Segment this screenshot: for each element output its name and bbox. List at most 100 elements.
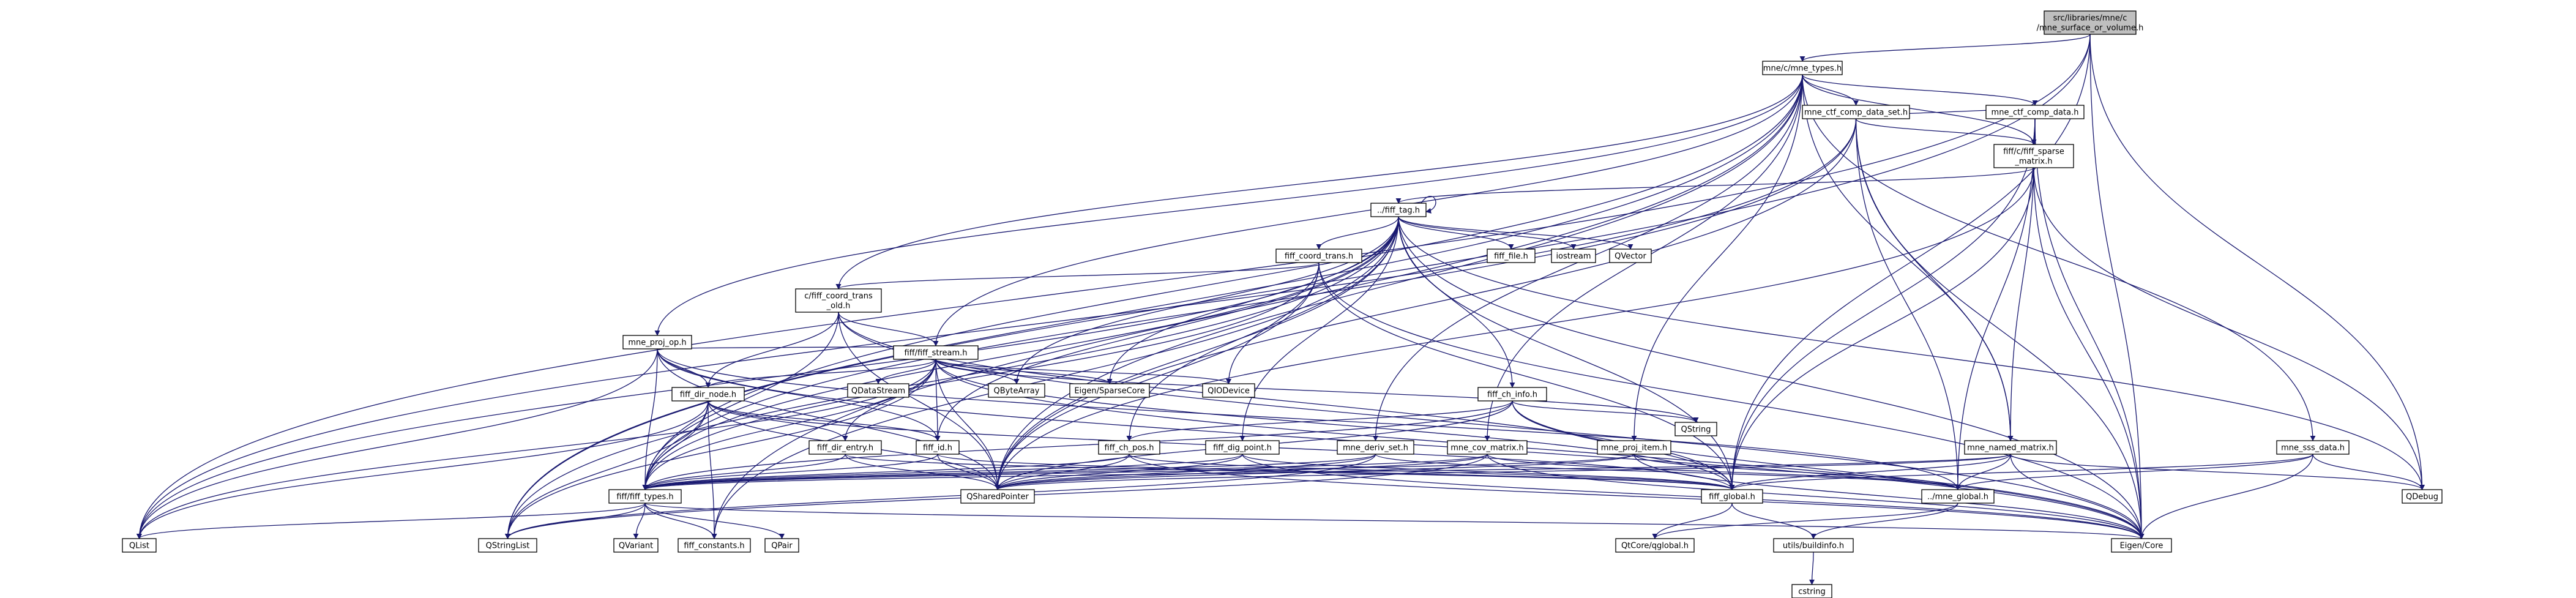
node-label: fiff_dir_entry.h xyxy=(817,444,873,453)
node-box xyxy=(122,538,157,553)
node-mne_ctf_comp_data[interactable]: mne_ctf_comp_data.h xyxy=(1985,105,2085,119)
node-box xyxy=(1993,144,2074,168)
node-box xyxy=(608,489,682,504)
node-label: mne_named_matrix.h xyxy=(1967,444,2054,453)
edge-mne_global-to-utils_buildinfo xyxy=(1810,503,1958,539)
edge-mne_named_matrix-to-QDebug xyxy=(2010,454,2425,490)
node-box xyxy=(1802,105,1910,119)
node-box xyxy=(1964,440,2057,455)
edge-mne_ctf_comp_data-to-fiff_global xyxy=(1729,118,2036,490)
node-label: fiff_coord_trans.h xyxy=(1285,252,1353,261)
edge-fiff_stream-to-fiff_dir_node xyxy=(705,359,936,388)
edge-fiff_types-to-QVariant xyxy=(633,503,646,539)
edge-fiff_types-to-fiff_constants xyxy=(644,503,717,539)
node-box xyxy=(1921,489,1995,504)
node-label: fiff_id.h xyxy=(923,444,952,453)
edge-mne_proj_item-to-fiff_types xyxy=(642,454,1635,490)
node-label: QSharedPointer xyxy=(966,493,1029,502)
node-label: utils/buildinfo.h xyxy=(1783,542,1844,551)
node-mne_types[interactable]: mne/c/mne_types.h xyxy=(1762,61,1843,75)
node-Eigen_SparseCore: Eigen/SparseCore xyxy=(1069,383,1150,398)
node-fiff_dig_point[interactable]: fiff_dig_point.h xyxy=(1205,440,1280,455)
node-mne_deriv_set[interactable]: mne_deriv_set.h xyxy=(1337,440,1414,455)
node-label: fiff_dig_point.h xyxy=(1213,444,1272,453)
node-label: fiff/fiff_types.h xyxy=(616,493,673,502)
node-label: fiff_global.h xyxy=(1709,493,1755,502)
edge-mne_deriv_set-to-fiff_types xyxy=(642,454,1376,490)
edge-mne_types-to-fiff_stream xyxy=(933,74,1803,346)
edge-mne_proj_op-to-fiff_types xyxy=(642,348,658,490)
node-box xyxy=(795,288,882,313)
node-box xyxy=(1597,440,1671,455)
node-label: mne/c/mne_types.h xyxy=(1763,64,1842,73)
node-fiff_coord_trans[interactable]: fiff_coord_trans.h xyxy=(1275,249,1362,263)
node-mne_cov_matrix[interactable]: mne_cov_matrix.h xyxy=(1447,440,1528,455)
edge-fiff_dir_node-to-fiff_types xyxy=(642,400,709,490)
node-fiff_dir_entry[interactable]: fiff_dir_entry.h xyxy=(808,440,882,455)
node-box xyxy=(916,440,960,455)
edge-fiff_stream-to-QStringList xyxy=(504,359,936,539)
edge-root-to-QDebug xyxy=(2089,34,2425,490)
node-fiff_sparse[interactable]: fiff/c/fiff_sparse_matrix.h xyxy=(1993,144,2074,168)
node-fiff_types[interactable]: fiff/fiff_types.h xyxy=(608,489,682,504)
edge-fiff_tag-to-fiff_global xyxy=(1398,216,1735,490)
edge-fiff_stream-to-QByteArray xyxy=(935,359,1020,384)
node-root[interactable]: src/libraries/mne/c/mne_surface_or_volum… xyxy=(2037,10,2144,35)
edge-mne_named_matrix-to-mne_global xyxy=(1955,454,2011,490)
edge-mne_proj_item-to-mne_global xyxy=(1633,454,1961,490)
node-box xyxy=(2402,489,2443,504)
edge-mne_proj_op-to-fiff_dir_node xyxy=(657,348,711,388)
node-mne_global[interactable]: ../mne_global.h xyxy=(1921,489,1995,504)
node-QByteArray: QByteArray xyxy=(988,383,1045,398)
node-fiff_tag[interactable]: ../fiff_tag.h xyxy=(1370,203,1427,217)
node-fiff_global[interactable]: fiff_global.h xyxy=(1701,489,1763,504)
node-utils_buildinfo[interactable]: utils/buildinfo.h xyxy=(1773,538,1854,553)
edge-fiff_coord_trans-to-QSharedPointer xyxy=(995,262,1320,490)
node-label: QDataStream xyxy=(851,387,905,396)
node-QIODevice: QIODevice xyxy=(1202,383,1255,398)
edge-fiff_tag-to-QSharedPointer xyxy=(995,216,1399,490)
edge-fiff_tag-to-fiff_id xyxy=(935,216,1399,441)
node-mne_proj_item[interactable]: mne_proj_item.h xyxy=(1597,440,1671,455)
node-label: fiff_constants.h xyxy=(684,542,744,551)
node-fiff_ch_info[interactable]: fiff_ch_info.h xyxy=(1477,387,1547,402)
edge-root-to-QList xyxy=(136,34,2091,539)
edge-fiff_tag-to-QDebug xyxy=(1398,216,2425,490)
edge-fiff_tag-to-fiff_coord_trans xyxy=(1316,216,1399,250)
edge-mne_global-to-QtCore_qglobal xyxy=(1652,503,1958,539)
edge-c_fiff_coord_trans_old-to-fiff_stream xyxy=(838,312,939,346)
node-box xyxy=(988,383,1045,398)
edge-fiff_tag-to-Eigen_Core xyxy=(1398,216,2145,539)
node-label: /mne_surface_or_volume.h xyxy=(2037,24,2144,33)
node-box xyxy=(1487,249,1536,263)
node-fiff_stream[interactable]: fiff/fiff_stream.h xyxy=(893,345,979,360)
node-label: QStringList xyxy=(486,542,530,551)
node-fiff_ch_pos[interactable]: fiff_ch_pos.h xyxy=(1098,440,1160,455)
node-QString: QString xyxy=(1674,422,1717,436)
edge-mne_types-to-mne_ctf_comp_data xyxy=(1802,74,2038,106)
edge-mne_named_matrix-to-QSharedPointer xyxy=(995,454,2011,490)
node-fiff_constants[interactable]: fiff_constants.h xyxy=(678,538,751,553)
node-box xyxy=(1370,203,1427,217)
node-fiff_id[interactable]: fiff_id.h xyxy=(916,440,960,455)
edge-mne_ctf_comp_data_set-to-Eigen_Core xyxy=(1855,118,2145,539)
node-box xyxy=(1791,584,1832,598)
node-mne_proj_op[interactable]: mne_proj_op.h xyxy=(622,335,692,349)
node-mne_named_matrix[interactable]: mne_named_matrix.h xyxy=(1964,440,2057,455)
edge-mne_cov_matrix-to-QSharedPointer xyxy=(995,454,1488,490)
node-box xyxy=(1615,538,1695,553)
node-QPair: QPair xyxy=(764,538,799,553)
edge-fiff_dir_entry-to-fiff_types xyxy=(642,454,846,490)
node-mne_sss_data[interactable]: mne_sss_data.h xyxy=(2276,440,2350,455)
edge-fiff_id-to-fiff_types xyxy=(642,454,938,490)
node-box xyxy=(2111,538,2172,553)
node-mne_ctf_comp_data_set[interactable]: mne_ctf_comp_data_set.h xyxy=(1802,105,1910,119)
node-QSharedPointer: QSharedPointer xyxy=(960,489,1035,504)
node-fiff_file[interactable]: fiff_file.h xyxy=(1487,249,1536,263)
node-box xyxy=(1275,249,1362,263)
node-box xyxy=(622,335,692,349)
node-c_fiff_coord_trans_old[interactable]: c/fiff_coord_trans_old.h xyxy=(795,288,882,313)
edge-mne_cov_matrix-to-mne_global xyxy=(1487,454,1961,490)
node-fiff_dir_node[interactable]: fiff_dir_node.h xyxy=(671,387,745,402)
edge-mne_types-to-fiff_constants xyxy=(711,74,1803,539)
